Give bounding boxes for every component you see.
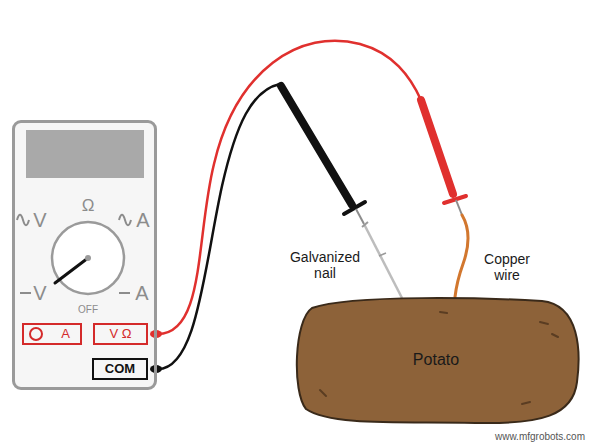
dial-pointer — [55, 258, 88, 283]
black-probe-guard — [344, 202, 365, 214]
dial-hub — [85, 255, 91, 261]
range-label: OFF — [78, 304, 98, 315]
selector-dial — [52, 222, 124, 294]
copper-wire — [455, 215, 468, 297]
nail-mark — [379, 253, 386, 256]
part-name: Potato — [413, 351, 459, 369]
black-test-lead — [158, 84, 280, 369]
jack-socket: V Ω — [93, 323, 148, 345]
jack-label: A — [61, 327, 70, 341]
meter-display — [26, 130, 144, 178]
galvanized-nail — [364, 224, 402, 298]
jack-socket: COM — [92, 358, 148, 380]
range-label: V — [33, 282, 46, 304]
potato-eye — [320, 390, 326, 396]
potato-eye — [552, 334, 558, 337]
jack-hole — [30, 328, 42, 340]
potato-eye — [540, 322, 548, 324]
red-test-lead — [158, 41, 421, 334]
jack-label: COM — [105, 362, 135, 376]
part-label: Galvanized nail — [285, 249, 365, 281]
dc-symbol — [119, 292, 130, 294]
potato-eye — [440, 312, 447, 313]
black-probe-handle — [281, 86, 352, 205]
jack-socket: A — [22, 323, 82, 345]
watermark: www.mfgrobots.com — [495, 431, 585, 443]
jack-label: V Ω — [109, 327, 131, 341]
red-probe-handle — [421, 100, 453, 194]
ac-symbol — [119, 215, 131, 226]
range-label: A — [136, 209, 149, 231]
part-label: Copper wire — [476, 251, 538, 283]
nail-head — [362, 222, 368, 227]
potato: Potato — [290, 292, 582, 428]
meter-face — [14, 122, 156, 389]
potato-skin — [297, 298, 579, 423]
black-probe-tip — [356, 209, 364, 224]
range-label: Ω — [82, 197, 95, 216]
range-label: A — [135, 282, 148, 304]
dc-symbol — [20, 292, 31, 294]
multimeter-body: Ω V A V A OFF A V Ω COM — [12, 120, 157, 390]
red-probe-tip — [456, 200, 462, 215]
range-label: V — [33, 209, 46, 231]
red-probe-guard — [444, 196, 466, 203]
ac-symbol — [17, 215, 29, 226]
potato-eye — [522, 402, 530, 404]
